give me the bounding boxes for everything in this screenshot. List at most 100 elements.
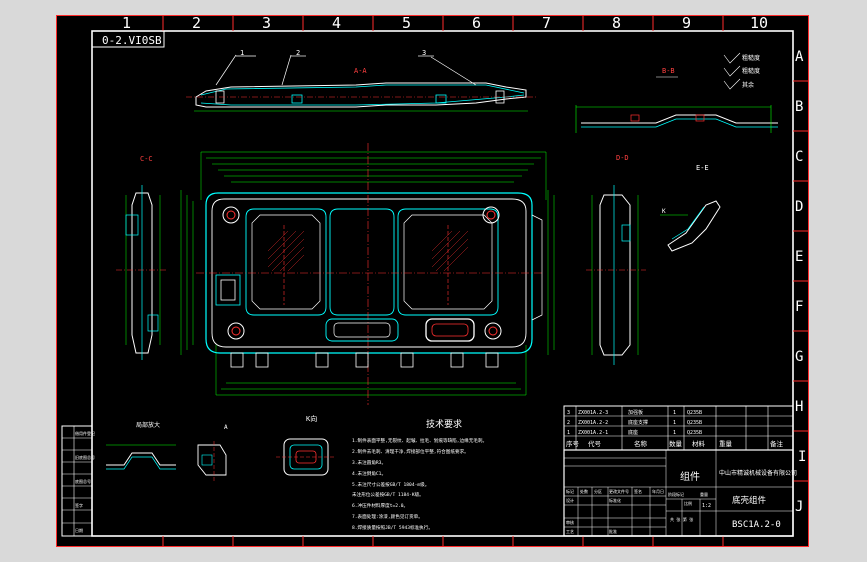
bom-cell: ZX001A.2-1 <box>578 430 608 436</box>
section-bb-view: B-B 粗糙度 粗糙度 其余 <box>575 52 778 133</box>
section-title: 局部放大 <box>136 421 160 429</box>
part-name: 组件 <box>680 470 700 483</box>
title-block: 组件 中山市精诚机械设备有限公司 底壳组件 BSC1A.2-0 比例 1:2 共… <box>563 449 797 537</box>
bom-header: 序号 <box>566 439 580 448</box>
col-label: 3 <box>262 15 271 32</box>
title-cell: 工艺 <box>566 529 574 534</box>
section-aa-view: A-A 1 2 3 <box>186 49 536 112</box>
col-label: 8 <box>612 15 621 32</box>
tech-req-item: 未注形位公差按GB/T 1184-K级。 <box>352 491 424 498</box>
surface-note: 粗糙度 <box>742 54 760 62</box>
assembly-name: 底壳组件 <box>732 495 767 506</box>
row-label: J <box>795 499 803 515</box>
title-cell: 标记 <box>566 488 574 494</box>
detail-views: K向 局部放大 A <box>106 414 336 481</box>
side-table-cell: 底图总号 <box>75 478 91 484</box>
section-title: C-C <box>140 155 153 163</box>
bom-cell: Q235B <box>687 430 702 436</box>
side-table-cell: 签字 <box>75 502 83 508</box>
side-register-table: 借用件登记 旧底图总号 底图总号 签字 日期 <box>61 425 95 537</box>
title-cell: 更改文件号 <box>609 488 629 494</box>
bom-cell: 1 <box>567 430 570 436</box>
side-table-cell: 日期 <box>75 527 83 533</box>
section-title: E-E <box>696 164 709 172</box>
col-label: 2 <box>192 15 201 32</box>
section-title: D-D <box>616 154 629 162</box>
bom-cell: Q235B <box>687 410 702 416</box>
cad-drawing-canvas: 1 2 3 4 5 6 7 8 9 10 A B C D E F G H I J… <box>56 15 809 547</box>
section-title: A <box>224 424 228 431</box>
row-label: C <box>795 149 803 165</box>
col-label: 9 <box>682 15 691 32</box>
bom-header: 名称 <box>634 439 648 448</box>
tech-req-item: 5.未注尺寸公差按GB/T 1804-m级。 <box>352 481 429 488</box>
col-label: 7 <box>542 15 551 32</box>
scale-value: 1:2 <box>702 503 711 509</box>
title-cell: 年月日 <box>652 488 664 494</box>
row-label: D <box>795 199 803 215</box>
title-cell: 批准 <box>609 528 617 534</box>
row-label: E <box>795 249 803 265</box>
bom-table: 3 ZX001A.2-3 加强板 1 Q235B 2 ZX001A.2-2 底座… <box>563 405 794 451</box>
row-label: G <box>795 349 803 365</box>
callout-number: 3 <box>422 49 426 57</box>
tech-req-item: 4.未注倒角C1。 <box>352 470 386 477</box>
callout-number: 1 <box>240 49 244 57</box>
row-label: B <box>795 99 803 115</box>
side-table-cell: 旧底图总号 <box>75 454 95 460</box>
title-cell: 分区 <box>594 488 602 494</box>
surface-note: 粗糙度 <box>742 67 760 75</box>
bom-cell: 1 <box>673 420 676 426</box>
col-label: 10 <box>750 15 768 32</box>
col-label: 6 <box>472 15 481 32</box>
title-cell: 处数 <box>580 488 588 494</box>
title-cell: 设计 <box>566 497 574 503</box>
view-ee: E-E K <box>660 164 721 252</box>
tech-req-item: 7.表面处理:涂漆,颜色见订货单。 <box>352 513 423 520</box>
bom-cell: 底座 <box>628 429 638 436</box>
outer-frame <box>56 15 809 547</box>
title-cell: 审核 <box>566 519 574 525</box>
col-label: 1 <box>122 15 131 32</box>
drawing-number: BSC1A.2-0 <box>732 520 781 530</box>
bom-header: 代号 <box>588 439 602 448</box>
title-cell: 阶段标记 <box>668 491 684 497</box>
drawing-stamp: 0-2.VI0SB <box>102 34 162 47</box>
tech-req-title: 技术要求 <box>426 418 462 430</box>
cad-drawing: 1 2 3 4 5 6 7 8 9 10 A B C D E F G H I J… <box>56 15 809 547</box>
bom-cell: ZX001A.2-3 <box>578 410 608 416</box>
tech-req-item: 1.制件表面平整,无裂纹、起皱、拉毛、划痕等缺陷,边缘无毛刺。 <box>352 437 487 444</box>
row-label: H <box>795 399 803 415</box>
sheet-label: 共 张 第 张 <box>670 516 693 522</box>
bom-header: 数量 <box>669 439 683 448</box>
title-cell: 重量 <box>700 491 708 497</box>
surface-note: 其余 <box>742 81 754 89</box>
bom-cell: Q235B <box>687 420 702 426</box>
tech-req-item: 3.未注圆角R3。 <box>352 459 386 466</box>
bom-cell: 1 <box>673 410 676 416</box>
title-cell: 标准化 <box>609 497 621 503</box>
section-title: A-A <box>354 67 367 75</box>
section-title: K向 <box>306 414 317 423</box>
bom-header: 备注 <box>770 439 784 448</box>
col-label: 5 <box>402 15 411 32</box>
view-dd-right: D-D <box>586 154 646 365</box>
callout-number: 2 <box>296 49 300 57</box>
scale-label: 比例 <box>684 500 692 506</box>
main-plan-view <box>180 143 555 405</box>
technical-requirements: 技术要求 1.制件表面平整,无裂纹、起皱、拉毛、划痕等缺陷,边缘无毛刺。 2.制… <box>352 418 487 531</box>
tech-req-item: 8.焊接质量按照JB/T 5943标准执行。 <box>352 524 433 531</box>
company-name: 中山市精诚机械设备有限公司 <box>719 469 797 477</box>
bom-header: 重量 <box>719 440 733 448</box>
tech-req-item: 6.冲压件材料厚度t=2.0。 <box>352 502 408 509</box>
col-label: 4 <box>332 15 341 32</box>
row-label: F <box>795 299 803 315</box>
title-cell: 签名 <box>634 488 642 494</box>
bom-cell: ZX001A.2-2 <box>578 420 608 426</box>
tech-req-item: 2.制件去毛刺、清理干净,焊接部位平整,符合图纸要求。 <box>352 448 469 455</box>
bom-cell: 3 <box>567 410 570 416</box>
side-table-cell: 借用件登记 <box>75 430 95 436</box>
bom-cell: 加强板 <box>628 409 643 416</box>
bom-cell: 底座支撑 <box>628 419 648 426</box>
row-label: A <box>795 49 804 65</box>
